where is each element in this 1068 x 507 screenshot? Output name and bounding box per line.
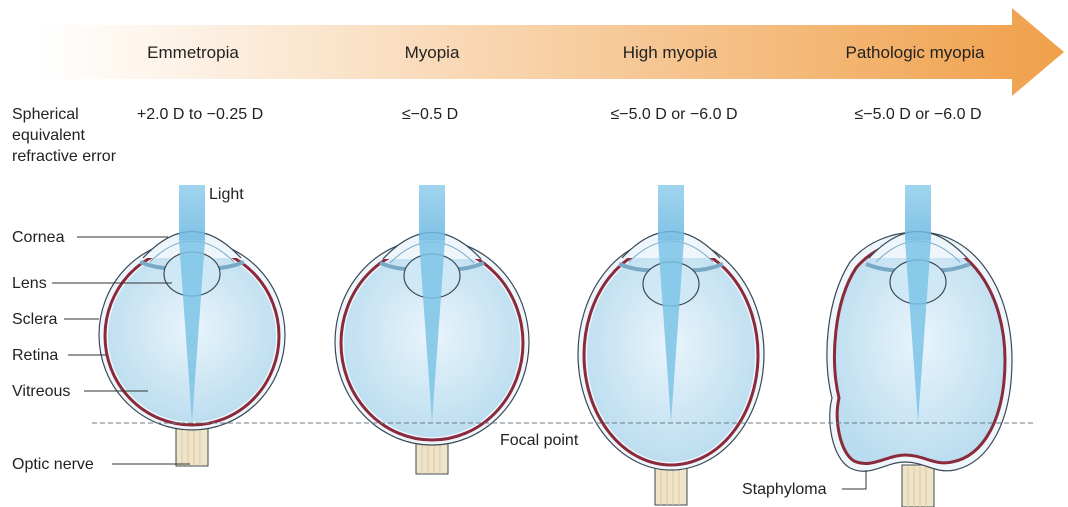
light-beam (179, 185, 205, 240)
lens-label: Lens (12, 275, 47, 292)
vitreous-label: Vitreous (12, 383, 70, 400)
refraction-myopia: ≤−0.5 D (402, 106, 458, 123)
staphyloma-label: Staphyloma (742, 481, 827, 498)
stage-title-myopia: Myopia (405, 43, 460, 62)
refraction-pathologic-myopia: ≤−5.0 D or −6.0 D (854, 106, 981, 123)
eye-myopia (335, 185, 529, 474)
light-beam (658, 185, 684, 240)
eye-high-myopia (578, 185, 764, 505)
focal-point-label: Focal point (500, 432, 579, 449)
refraction-emmetropia: +2.0 D to −0.25 D (137, 106, 263, 123)
cornea-label: Cornea (12, 229, 65, 246)
stage-title-emmetropia: Emmetropia (147, 43, 239, 62)
stage-title-pathologic-myopia: Pathologic myopia (846, 43, 985, 62)
row-label-line-2: equivalent (12, 127, 86, 144)
stage-title-high-myopia: High myopia (623, 43, 718, 62)
eye-pathologic-myopia (827, 185, 1012, 507)
refraction-high-myopia: ≤−5.0 D or −6.0 D (610, 106, 737, 123)
optic-nerve (902, 465, 934, 507)
optic-nerve-label: Optic nerve (12, 456, 94, 473)
row-label-line-1: Spherical (12, 106, 79, 123)
light-beam (419, 185, 445, 240)
light-label: Light (209, 186, 244, 203)
retina-label: Retina (12, 347, 58, 364)
staphyloma-leader (842, 470, 866, 489)
light-beam (905, 185, 931, 240)
row-label-line-3: refractive error (12, 148, 117, 165)
eye-emmetropia (99, 185, 285, 466)
sclera-label: Sclera (12, 311, 57, 328)
